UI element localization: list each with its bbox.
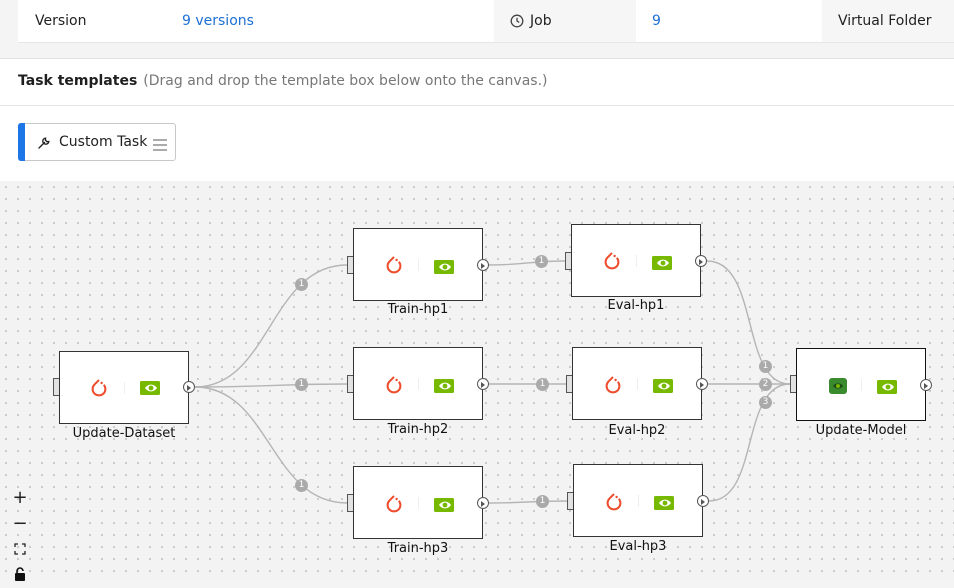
edge-badge: 3	[759, 396, 772, 409]
pytorch-icon	[604, 375, 622, 399]
job-value-cell: 9	[636, 0, 822, 42]
node-eval-hp1[interactable]	[571, 224, 701, 297]
custom-task-template[interactable]: Custom Task	[18, 123, 176, 161]
node-label-train-hp2: Train-hp2	[387, 422, 449, 437]
output-port[interactable]	[477, 497, 489, 509]
edge-badge: 1	[295, 479, 308, 492]
output-port[interactable]	[697, 495, 709, 507]
clock-icon	[510, 14, 524, 28]
node-label-train-hp1: Train-hp1	[387, 302, 449, 317]
output-port[interactable]	[920, 379, 932, 391]
nvidia-icon	[434, 378, 454, 397]
job-label-cell: Job	[494, 0, 636, 42]
nvidia-icon	[140, 380, 160, 399]
node-train-hp1[interactable]	[353, 228, 483, 301]
edge-dataset-train1	[194, 264, 348, 388]
folder-label-cell: Virtual Folder	[822, 0, 954, 42]
nvidia-icon	[654, 495, 674, 514]
job-label: Job	[530, 13, 552, 29]
template-accent-bar	[18, 123, 25, 161]
templates-header: Task templates (Drag and drop the templat…	[18, 73, 548, 89]
pipeline-canvas[interactable]: 1 1 1 1 1 1 1 2 3 Update-Dataset Train-h…	[0, 181, 954, 582]
edge-badge: 1	[535, 255, 548, 268]
nvidia-icon	[653, 378, 673, 397]
templates-hint: (Drag and drop the template box below on…	[143, 73, 548, 89]
zoom-controls: + −	[6, 484, 34, 588]
zoom-in-button[interactable]: +	[12, 486, 28, 508]
output-port[interactable]	[477, 259, 489, 271]
output-port[interactable]	[696, 378, 708, 390]
node-eval-hp3[interactable]	[573, 464, 703, 537]
lock-icon	[14, 565, 26, 586]
edge-badge: 2	[759, 378, 772, 391]
edge-badge: 1	[536, 495, 549, 508]
edge-layer	[194, 260, 791, 504]
fit-view-button[interactable]	[6, 536, 34, 562]
node-label-update-model: Update-Model	[815, 423, 907, 438]
edge-train1-eval1	[488, 260, 566, 266]
nvidia-icon	[877, 379, 897, 398]
pytorch-icon	[90, 378, 108, 402]
templates-title: Task templates	[18, 73, 138, 89]
version-link[interactable]: 9 versions	[182, 13, 254, 29]
edge-badge: 1	[536, 378, 549, 391]
node-update-model[interactable]	[796, 348, 926, 421]
fit-view-icon	[14, 539, 26, 560]
node-update-dataset[interactable]	[59, 351, 189, 424]
custom-task-label: Custom Task	[59, 134, 148, 150]
info-row: Version 9 versions Job 9 Virtual Folder	[18, 0, 954, 43]
drag-handle-icon[interactable]	[153, 136, 167, 151]
job-link[interactable]: 9	[652, 13, 661, 29]
nvidia-icon	[434, 259, 454, 278]
version-label: Version	[35, 13, 87, 29]
edge-dataset-train2	[194, 383, 348, 388]
edge-eval3-model	[708, 383, 791, 502]
nvidia-icon	[652, 255, 672, 274]
output-port[interactable]	[695, 255, 707, 267]
task-templates-panel: Task templates (Drag and drop the templat…	[0, 58, 954, 182]
templates-divider	[0, 105, 954, 106]
nvidia-container-icon	[829, 378, 847, 398]
node-label-eval-hp2: Eval-hp2	[608, 423, 666, 438]
pytorch-icon	[385, 375, 403, 399]
edge-badge: 1	[295, 278, 308, 291]
output-port[interactable]	[183, 381, 195, 393]
node-train-hp2[interactable]	[353, 347, 483, 420]
node-label-train-hp3: Train-hp3	[387, 541, 449, 556]
node-label-update-dataset: Update-Dataset	[72, 426, 176, 441]
edge-eval1-model	[706, 260, 791, 385]
pytorch-icon	[605, 492, 623, 516]
wrench-icon	[37, 135, 51, 149]
folder-label: Virtual Folder	[838, 13, 932, 29]
output-port[interactable]	[477, 378, 489, 390]
edge-badge: 1	[295, 378, 308, 391]
node-label-eval-hp1: Eval-hp1	[607, 298, 665, 313]
node-eval-hp2[interactable]	[572, 347, 702, 420]
zoom-out-button[interactable]: −	[12, 512, 28, 534]
version-value-cell: 9 versions	[166, 0, 494, 42]
edge-train3-eval3	[488, 500, 568, 504]
pytorch-icon	[385, 494, 403, 518]
nvidia-icon	[434, 497, 454, 516]
lock-button[interactable]	[6, 562, 34, 588]
version-label-cell: Version	[18, 0, 166, 42]
pytorch-icon	[603, 251, 621, 275]
node-train-hp3[interactable]	[353, 466, 483, 539]
edge-dataset-train3	[194, 386, 348, 504]
edge-badge: 1	[759, 360, 772, 373]
node-label-eval-hp3: Eval-hp3	[609, 539, 667, 554]
pytorch-icon	[385, 255, 403, 279]
